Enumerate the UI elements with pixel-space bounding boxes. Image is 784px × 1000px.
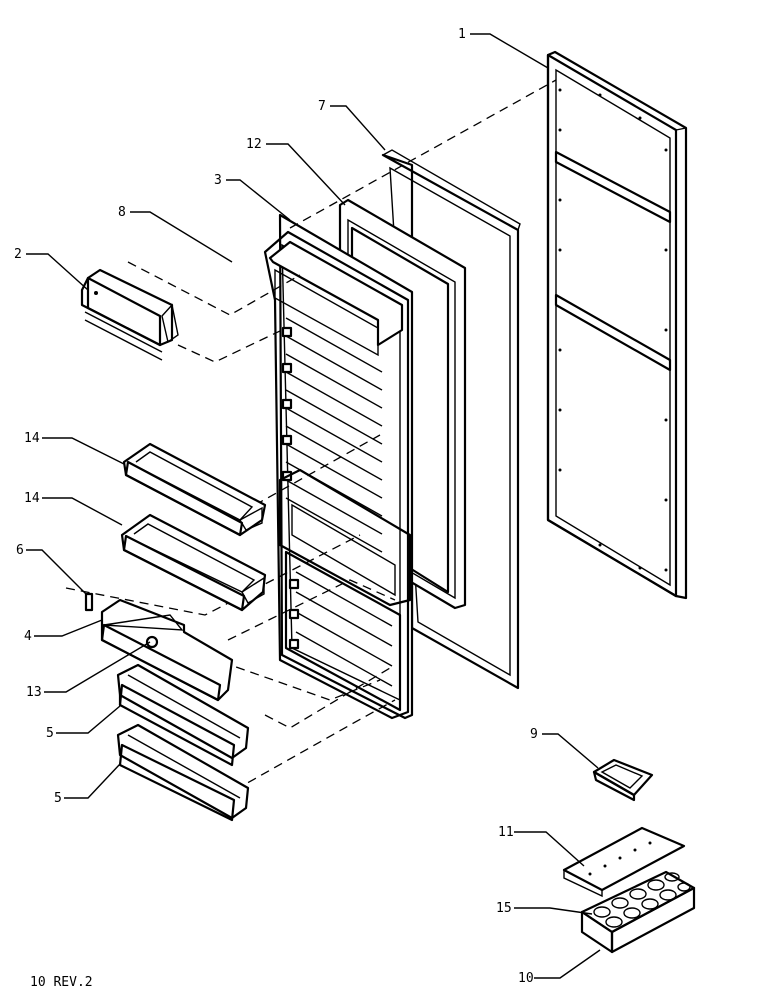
- leader-lines: [26, 33, 601, 979]
- callout-12: 12: [246, 137, 262, 152]
- callout-9: 9: [530, 727, 538, 742]
- ice-tray-small: [592, 758, 654, 802]
- clip-part: [84, 592, 94, 612]
- callout-10: 10: [518, 971, 534, 986]
- alignment-lines: [65, 79, 557, 791]
- door-bin-lower: [120, 513, 267, 612]
- callout-7: 7: [318, 99, 326, 114]
- door-bin-small: [100, 598, 234, 702]
- callout-3: 3: [214, 173, 222, 188]
- dairy-door: [80, 268, 179, 361]
- callout-14-upper: 14: [24, 431, 40, 446]
- liner-ribs-lower: [288, 571, 393, 687]
- ice-cube-tray: [580, 870, 696, 954]
- door-outer-panel: [546, 50, 688, 600]
- callout-11: 11: [498, 825, 514, 840]
- ice-bin-cover: [562, 826, 686, 898]
- liner-ribs-upper: [281, 317, 383, 553]
- callout-4: 4: [24, 629, 32, 644]
- callout-5-upper: 5: [46, 726, 54, 741]
- callout-labels: 1 7 12 3 8 2 14 14 6 4 13 5 5 9 11 15 10…: [14, 27, 538, 990]
- door-outer-screws: [558, 88, 668, 572]
- callout-6: 6: [16, 543, 24, 558]
- callout-8: 8: [118, 205, 126, 220]
- door-bin-bottom-b: [116, 723, 250, 822]
- door-inner-liner: [263, 213, 414, 720]
- callout-14-lower: 14: [24, 491, 40, 506]
- footer-code: 10 REV.2: [30, 975, 93, 990]
- ice-cube-cups: [593, 872, 691, 928]
- callout-15: 15: [496, 901, 512, 916]
- callout-2: 2: [14, 247, 22, 262]
- callout-1: 1: [458, 27, 466, 42]
- callout-13: 13: [26, 685, 42, 700]
- callout-5-lower: 5: [54, 791, 62, 806]
- door-bin-upper: [122, 442, 267, 537]
- door-bin-bottom-a: [116, 663, 250, 767]
